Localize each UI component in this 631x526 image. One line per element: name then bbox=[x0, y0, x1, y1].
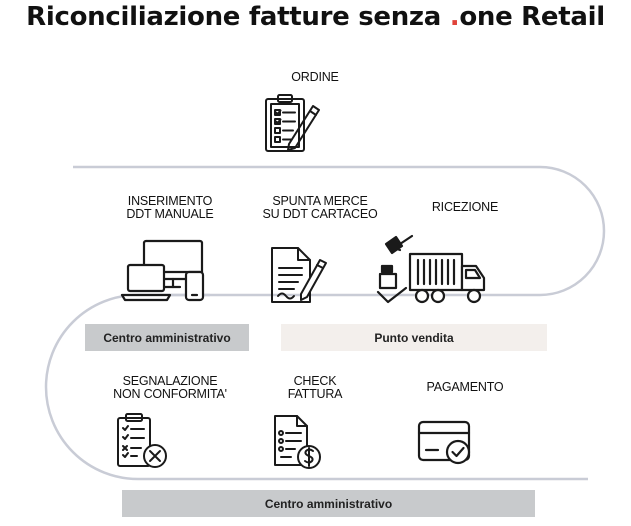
diagram-title: Riconciliazione fatture senza .one Retai… bbox=[0, 2, 631, 32]
document-signing-icon bbox=[271, 247, 327, 303]
clipboard-reject-icon bbox=[117, 413, 167, 468]
step-label-pagamento: PAGAMENTO bbox=[426, 380, 504, 394]
admin-bar-top: Centro amministrativo bbox=[85, 324, 249, 351]
step-label-inserimento-ddt: INSERIMENTO DDT MANUALE bbox=[126, 194, 214, 221]
delivery-truck-icon bbox=[376, 234, 486, 304]
store-bar: Punto vendita bbox=[281, 324, 547, 351]
step-label-ordine: ORDINE bbox=[291, 70, 339, 84]
step-label-ricezione: RICEZIONE bbox=[431, 200, 499, 214]
admin-bar-bottom: Centro amministrativo bbox=[122, 490, 535, 517]
step-label-segnalazione: SEGNALAZIONE NON CONFORMITA' bbox=[113, 374, 227, 401]
clipboard-checklist-icon bbox=[265, 94, 320, 152]
step-label-check-fattura: CHECK FATTURA bbox=[287, 374, 343, 401]
title-brand: one Retail bbox=[459, 2, 605, 32]
invoice-check-icon bbox=[274, 415, 321, 469]
card-payment-icon bbox=[417, 420, 471, 465]
step-label-spunta-merce: SPUNTA MERCE SU DDT CARTACEO bbox=[262, 194, 378, 221]
title-text: Riconciliazione fatture senza bbox=[26, 2, 450, 32]
title-accent-dot: . bbox=[449, 2, 460, 32]
computer-devices-icon bbox=[120, 239, 205, 302]
